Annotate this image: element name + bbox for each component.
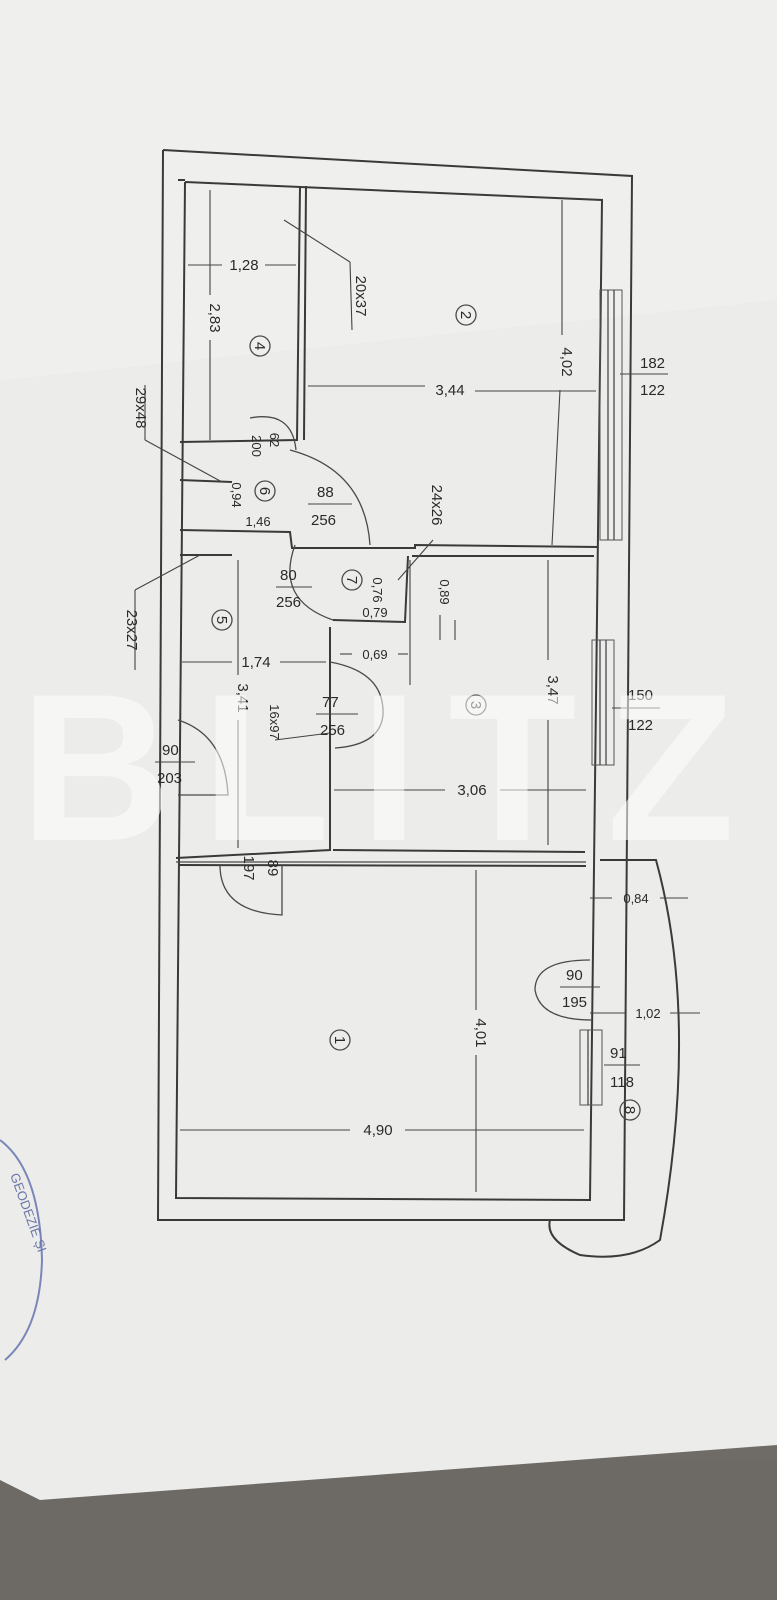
room-3-label: 3 — [467, 701, 484, 709]
door-room3-h: 256 — [320, 722, 345, 739]
door-room6-w: 88 — [317, 484, 334, 501]
room-6-marker — [254, 480, 276, 502]
column-labels: 20x37 29x48 23x27 24x26 16x97 — [123, 276, 445, 740]
dim-room6-length: 1,46 — [245, 514, 270, 529]
column-c5: 16x97 — [267, 704, 282, 739]
dim-room3-width: 3,06 — [457, 782, 486, 799]
window-room1-w: 91 — [610, 1045, 627, 1062]
door-entry-h: 203 — [157, 770, 182, 787]
column-c4: 24x26 — [428, 485, 445, 526]
paper-sheet — [0, 0, 777, 1500]
dim-room5-length: 3,41 — [234, 683, 251, 712]
opening-labels: 182 122 150 122 91 118 90 203 90 195 88 … — [155, 355, 668, 1091]
dim-room2-width: 3,44 — [435, 382, 464, 399]
watermark: BLITZ — [20, 650, 765, 885]
room-2-marker — [455, 304, 477, 326]
window-room1-h: 118 — [610, 1074, 634, 1091]
dim-room7-width: 0,79 — [362, 605, 387, 620]
window-room3-h: 122 — [628, 717, 653, 734]
dimension-lines — [180, 190, 700, 1192]
room-6-label: 6 — [256, 487, 273, 495]
room-markers — [211, 304, 641, 1121]
door-balcony-h: 195 — [562, 994, 587, 1011]
dim-balcony-width: 1,02 — [635, 1006, 660, 1021]
room-7-label: 7 — [343, 576, 360, 584]
room-8-label: 8 — [621, 1106, 638, 1114]
room-4-label: 4 — [251, 342, 268, 350]
room-1-label: 1 — [331, 1036, 348, 1044]
dim-room6-width: 0,94 — [229, 482, 244, 507]
window-room3-w: 150 — [628, 687, 653, 704]
door-room4-w: 62 — [267, 433, 282, 447]
dim-balcony-depth: 0,84 — [623, 891, 648, 906]
dimension-labels: 4,90 4,01 3,44 4,02 3,06 3,47 1,28 2,83 … — [206, 257, 661, 1139]
dim-room7-length: 0,76 — [370, 577, 385, 602]
room-1-marker — [329, 1029, 351, 1051]
room-8-marker — [619, 1099, 641, 1121]
window-room2-h: 122 — [640, 382, 665, 399]
room-5-marker — [211, 609, 233, 631]
room-7-marker — [341, 569, 363, 591]
column-c3: 23x27 — [123, 610, 140, 651]
door-room6-h: 256 — [311, 512, 336, 529]
room-5-label: 5 — [213, 616, 230, 624]
dim-room1-width: 4,90 — [363, 1122, 392, 1139]
column-c2: 29x48 — [132, 388, 149, 429]
leader-lines — [134, 219, 434, 741]
door-swings — [177, 416, 593, 1021]
dim-room4-width: 1,28 — [229, 257, 258, 274]
door-balcony-w: 90 — [566, 967, 583, 984]
door-room3-w: 77 — [322, 694, 339, 711]
room-labels: 1 2 3 4 5 6 7 8 — [213, 311, 638, 1114]
door-room7-w: 80 — [280, 567, 297, 584]
window-room2-w: 182 — [640, 355, 665, 372]
dim-room5-width: 1,74 — [241, 654, 270, 671]
dim-room3-length: 3,47 — [544, 675, 561, 704]
dim-room7-side: 0,69 — [362, 647, 387, 662]
column-c1: 20x37 — [352, 276, 369, 317]
door-room1-h: 197 — [240, 855, 257, 880]
room-4-marker — [249, 335, 271, 357]
outer-walls — [156, 149, 634, 1221]
dim-room4-length: 2,83 — [206, 303, 223, 332]
door-room4-h: 200 — [249, 435, 264, 457]
dim-room2-length: 4,02 — [558, 347, 575, 376]
door-room1-w: 89 — [264, 860, 281, 877]
door-room7-h: 256 — [276, 594, 301, 611]
dim-room1-length: 4,01 — [472, 1018, 489, 1047]
dim-room7-side2: 0,89 — [437, 579, 452, 604]
balcony — [548, 859, 680, 1258]
door-entry-w: 90 — [162, 742, 179, 759]
interior-walls — [175, 179, 599, 867]
room-2-label: 2 — [457, 311, 474, 319]
windows — [579, 289, 623, 1106]
room-3-marker — [465, 694, 487, 716]
